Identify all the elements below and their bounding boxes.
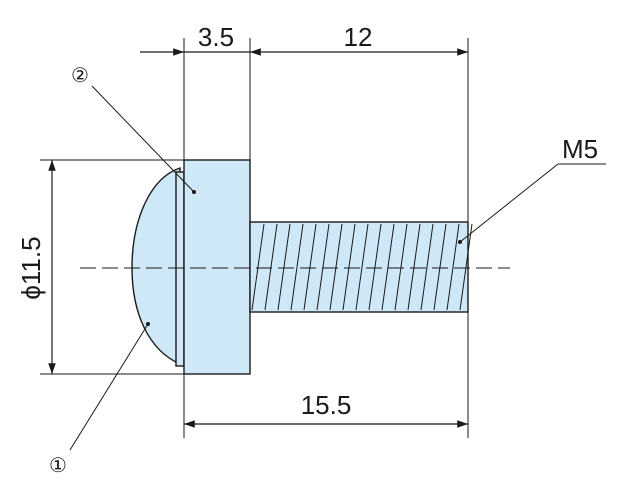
thread-line: [251, 223, 265, 311]
thread-line: [329, 223, 343, 311]
thread-line: [342, 223, 356, 311]
thread-line: [303, 223, 317, 311]
dim-text-total-length: 15.5: [301, 390, 352, 420]
leader-callout-1: [69, 323, 149, 451]
leader-dot: [458, 240, 462, 244]
leader-thread: [459, 163, 559, 243]
leader-callout-2: [91, 85, 195, 193]
dim-text-diameter: ϕ11.5: [16, 236, 46, 299]
thread-line: [446, 223, 460, 311]
thread-line: [433, 223, 447, 311]
thread-line: [277, 223, 291, 311]
thread-line: [368, 223, 382, 311]
callout-1: ①: [49, 455, 67, 477]
thread-line: [394, 223, 408, 311]
screw-head: [183, 159, 251, 375]
thread-line: [381, 223, 395, 311]
thread-line: [355, 223, 369, 311]
washer-ring: [175, 171, 185, 367]
thread-line: [459, 223, 473, 311]
dim-text-thread-length: 12: [344, 22, 373, 52]
callout-2: ②: [71, 65, 89, 87]
dim-text-head-length: 3.5: [198, 22, 234, 52]
dome-cap: [131, 167, 181, 366]
thread-line: [420, 223, 434, 311]
thread-line: [316, 223, 330, 311]
leader-dot: [146, 322, 150, 326]
thread-line: [407, 223, 421, 311]
leader-dot: [192, 190, 196, 194]
thread-line: [290, 223, 304, 311]
thread-hatching: [251, 223, 473, 311]
thread-label: M5: [562, 134, 598, 164]
thread-line: [264, 223, 278, 311]
